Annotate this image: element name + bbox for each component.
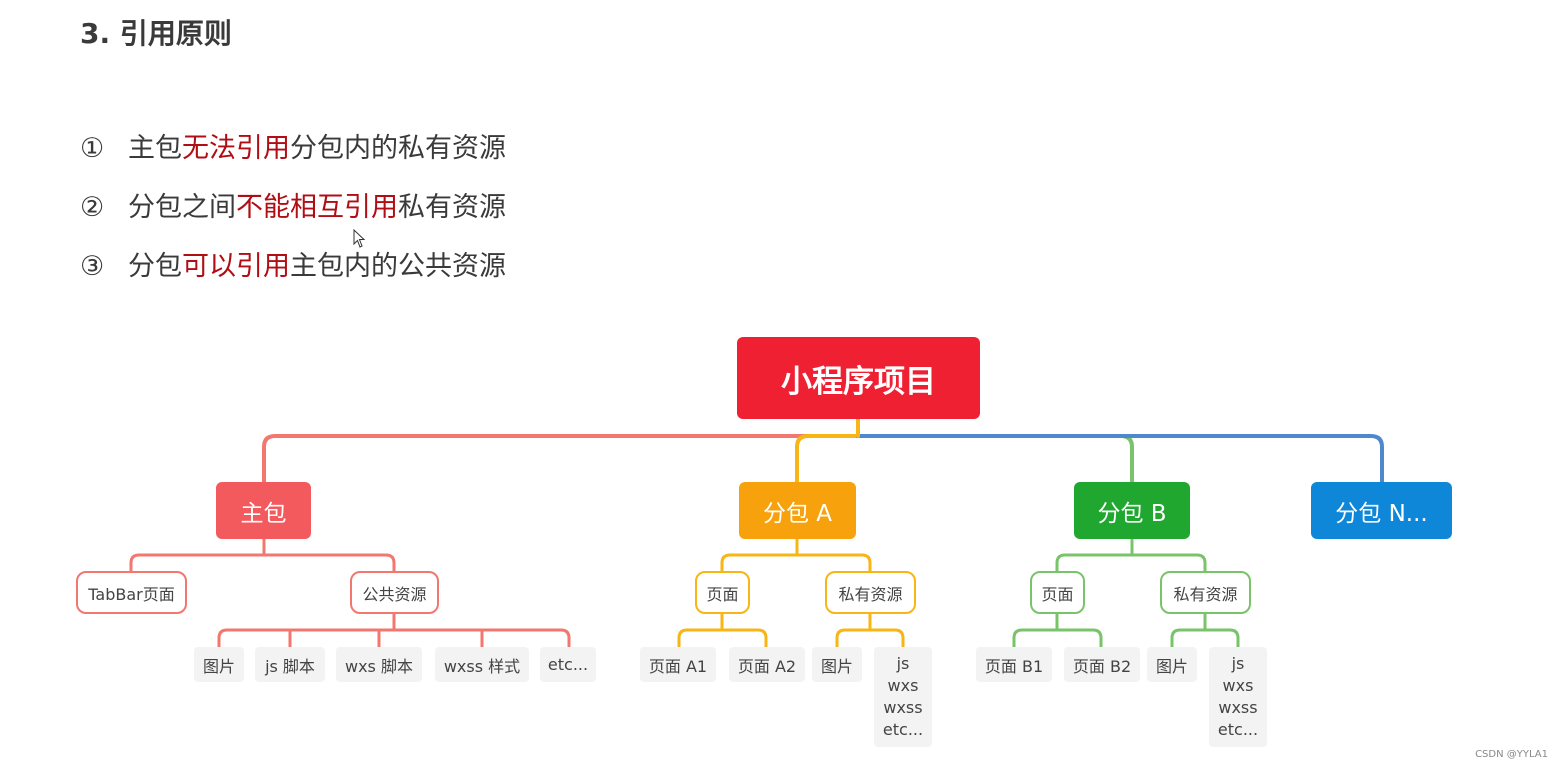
rule-number: ③ bbox=[80, 251, 105, 282]
leaf-a-page-1: 页面 A1 bbox=[640, 647, 716, 682]
rule-1: ① 主包无法引用分包内的私有资源 bbox=[80, 130, 506, 168]
leaf-a-wxss: wxss bbox=[883, 698, 923, 717]
leaf-main-js: js 脚本 bbox=[255, 647, 325, 682]
connector-root-main bbox=[262, 417, 860, 484]
connector-a-tree bbox=[677, 537, 905, 649]
leaf-main-wxs: wxs 脚本 bbox=[336, 647, 422, 682]
rule-text-pre: 分包 bbox=[128, 251, 182, 282]
slide-title: 3. 引用原则 bbox=[80, 17, 232, 50]
leaf-a-page-2: 页面 A2 bbox=[729, 647, 805, 682]
rule-number: ② bbox=[80, 192, 105, 223]
leaf-b-etc: etc... bbox=[1217, 720, 1259, 739]
leaf-a-wxs: wxs bbox=[887, 676, 919, 695]
mouse-cursor-icon bbox=[353, 229, 366, 248]
main-package-node: 主包 bbox=[216, 482, 311, 539]
rule-3: ③ 分包可以引用主包内的公共资源 bbox=[80, 248, 506, 286]
connector-root-n bbox=[856, 417, 1384, 484]
subpackage-a-node: 分包 A bbox=[739, 482, 856, 539]
rule-highlight: 无法引用 bbox=[182, 133, 290, 164]
watermark: CSDN @YYLA1 bbox=[1475, 749, 1548, 760]
rule-text-post: 主包内的公共资源 bbox=[290, 251, 506, 282]
rule-number: ① bbox=[80, 133, 105, 164]
main-public-resources-node: 公共资源 bbox=[350, 571, 439, 614]
leaf-b-images: 图片 bbox=[1147, 647, 1197, 682]
leaf-main-wxss: wxss 样式 bbox=[435, 647, 529, 682]
leaf-b-page-2: 页面 B2 bbox=[1064, 647, 1140, 682]
sub-b-private-resources-node: 私有资源 bbox=[1160, 571, 1251, 614]
leaf-a-scripts-group: js wxs wxss etc... bbox=[874, 647, 932, 747]
subpackage-b-node: 分包 B bbox=[1074, 482, 1190, 539]
leaf-b-scripts-group: js wxs wxss etc... bbox=[1209, 647, 1267, 747]
connector-root-b bbox=[856, 434, 1134, 484]
connector-root-a bbox=[795, 434, 860, 484]
rule-text-pre: 主包 bbox=[128, 133, 182, 164]
leaf-main-images: 图片 bbox=[194, 647, 244, 682]
sub-b-pages-node: 页面 bbox=[1030, 571, 1085, 614]
sub-a-private-resources-node: 私有资源 bbox=[825, 571, 916, 614]
leaf-a-etc: etc... bbox=[882, 720, 924, 739]
leaf-b-js: js bbox=[1231, 654, 1245, 673]
main-tabbar-pages-node: TabBar页面 bbox=[76, 571, 187, 614]
leaf-b-wxs: wxs bbox=[1222, 676, 1254, 695]
rule-2: ② 分包之间不能相互引用私有资源 bbox=[80, 189, 506, 227]
leaf-a-images: 图片 bbox=[812, 647, 862, 682]
leaf-b-page-1: 页面 B1 bbox=[976, 647, 1052, 682]
root-node: 小程序项目 bbox=[737, 337, 980, 419]
rule-text-post: 私有资源 bbox=[398, 192, 506, 223]
subpackage-n-node: 分包 N... bbox=[1311, 482, 1452, 539]
connector-main-tree bbox=[129, 537, 571, 649]
leaf-b-wxss: wxss bbox=[1218, 698, 1258, 717]
rule-text-post: 分包内的私有资源 bbox=[290, 133, 506, 164]
sub-a-pages-node: 页面 bbox=[695, 571, 750, 614]
rule-highlight: 可以引用 bbox=[182, 251, 290, 282]
rule-highlight: 不能相互引用 bbox=[236, 192, 398, 223]
leaf-main-etc: etc... bbox=[540, 647, 596, 682]
rule-text-pre: 分包之间 bbox=[128, 192, 236, 223]
connector-b-tree bbox=[1012, 537, 1240, 649]
leaf-a-js: js bbox=[896, 654, 910, 673]
